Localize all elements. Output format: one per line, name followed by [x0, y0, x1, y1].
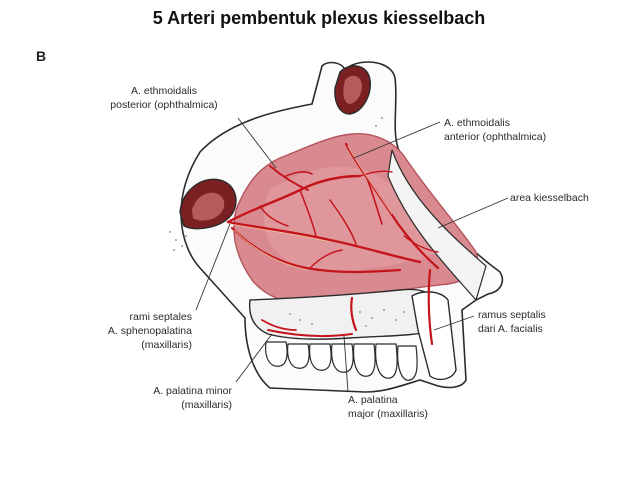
leader-kiesselbach [437, 197, 509, 229]
leader-lines [195, 117, 509, 393]
artery-branch [309, 249, 343, 269]
arteries [226, 142, 440, 346]
artery-highlight [233, 229, 309, 271]
label-rami-septales: rami septales A. sphenopalatina (maxilla… [74, 310, 192, 352]
label-line: (maxillaris) [141, 339, 192, 351]
artery-branch [359, 170, 393, 177]
artery-highlights [229, 145, 393, 271]
label-ethmoidalis-anterior: A. ethmoidalis anterior (ophthalmica) [444, 116, 546, 144]
artery-ethmoidalis-posterior-branch [285, 171, 313, 177]
panel-letter: B [36, 48, 47, 64]
tooth [265, 341, 288, 367]
label-palatina-major: A. palatina major (maxillaris) [348, 393, 428, 421]
artery-ethmoidalis-anterior [344, 142, 440, 270]
label-palatina-minor: A. palatina minor (maxillaris) [116, 384, 232, 412]
artery-branch [259, 205, 289, 227]
teeth [265, 341, 418, 381]
label-line: (maxillaris) [181, 399, 232, 411]
label-ramus-septalis: ramus septalis dari A. facialis [478, 308, 546, 336]
label-line: major (maxillaris) [348, 408, 428, 420]
artery-highlight [229, 223, 331, 243]
label-line: A. sphenopalatina [107, 325, 192, 337]
label-line: A. palatina minor [153, 385, 232, 397]
label-line: dari A. facialis [478, 323, 543, 335]
artery-ethmoidalis-anterior-branch [365, 175, 383, 225]
leader-eth-post [237, 117, 277, 169]
tooth [375, 343, 398, 379]
artery-sphenopalatina-lower [230, 226, 402, 274]
artery-palatina-major [350, 296, 358, 332]
label-line: area kiesselbach [510, 192, 589, 204]
page-title: 5 Arteri pembentuk plexus kiesselbach [152, 8, 486, 28]
artery-ethmoidalis-posterior [269, 165, 309, 191]
bone-texture [169, 117, 405, 327]
leader-minor [235, 333, 273, 383]
columella [411, 291, 457, 381]
artery-palatina-minor [261, 319, 297, 331]
leader-septales [195, 223, 231, 311]
artery-highlight [347, 145, 393, 215]
artery-branch [329, 199, 357, 245]
leader-ramus [433, 315, 475, 331]
label-line: A. ethmoidalis [131, 85, 197, 97]
palate-bone [248, 288, 435, 340]
leader-eth-ant [353, 121, 441, 159]
nasal-cartilage [387, 149, 487, 302]
label-area-kiesselbach: area kiesselbach [510, 191, 589, 205]
tooth [397, 345, 418, 381]
artery-sphenopalatina-mid [226, 220, 422, 264]
label-ethmoidalis-posterior: A. ethmoidalis posterior (ophthalmica) [86, 84, 242, 112]
tooth [331, 343, 354, 373]
label-line: A. palatina [348, 394, 398, 406]
artery-branch [299, 189, 317, 237]
label-line: rami septales [129, 311, 192, 323]
artery-ramus-septalis-facialis [427, 268, 434, 346]
frontal-sinus-inner [343, 75, 362, 104]
label-line: A. ethmoidalis [444, 117, 510, 129]
artery-branch [403, 235, 439, 253]
tooth [309, 343, 332, 371]
sphenoid-sinus-inner [192, 192, 225, 221]
leader-major [343, 335, 349, 393]
tooth [287, 343, 310, 369]
label-line: anterior (ophthalmica) [444, 131, 547, 143]
artery-palatina-major-branch [267, 329, 353, 338]
label-line: ramus septalis [478, 309, 546, 321]
tooth [353, 343, 376, 377]
label-line: posterior (ophthalmica) [110, 99, 218, 111]
